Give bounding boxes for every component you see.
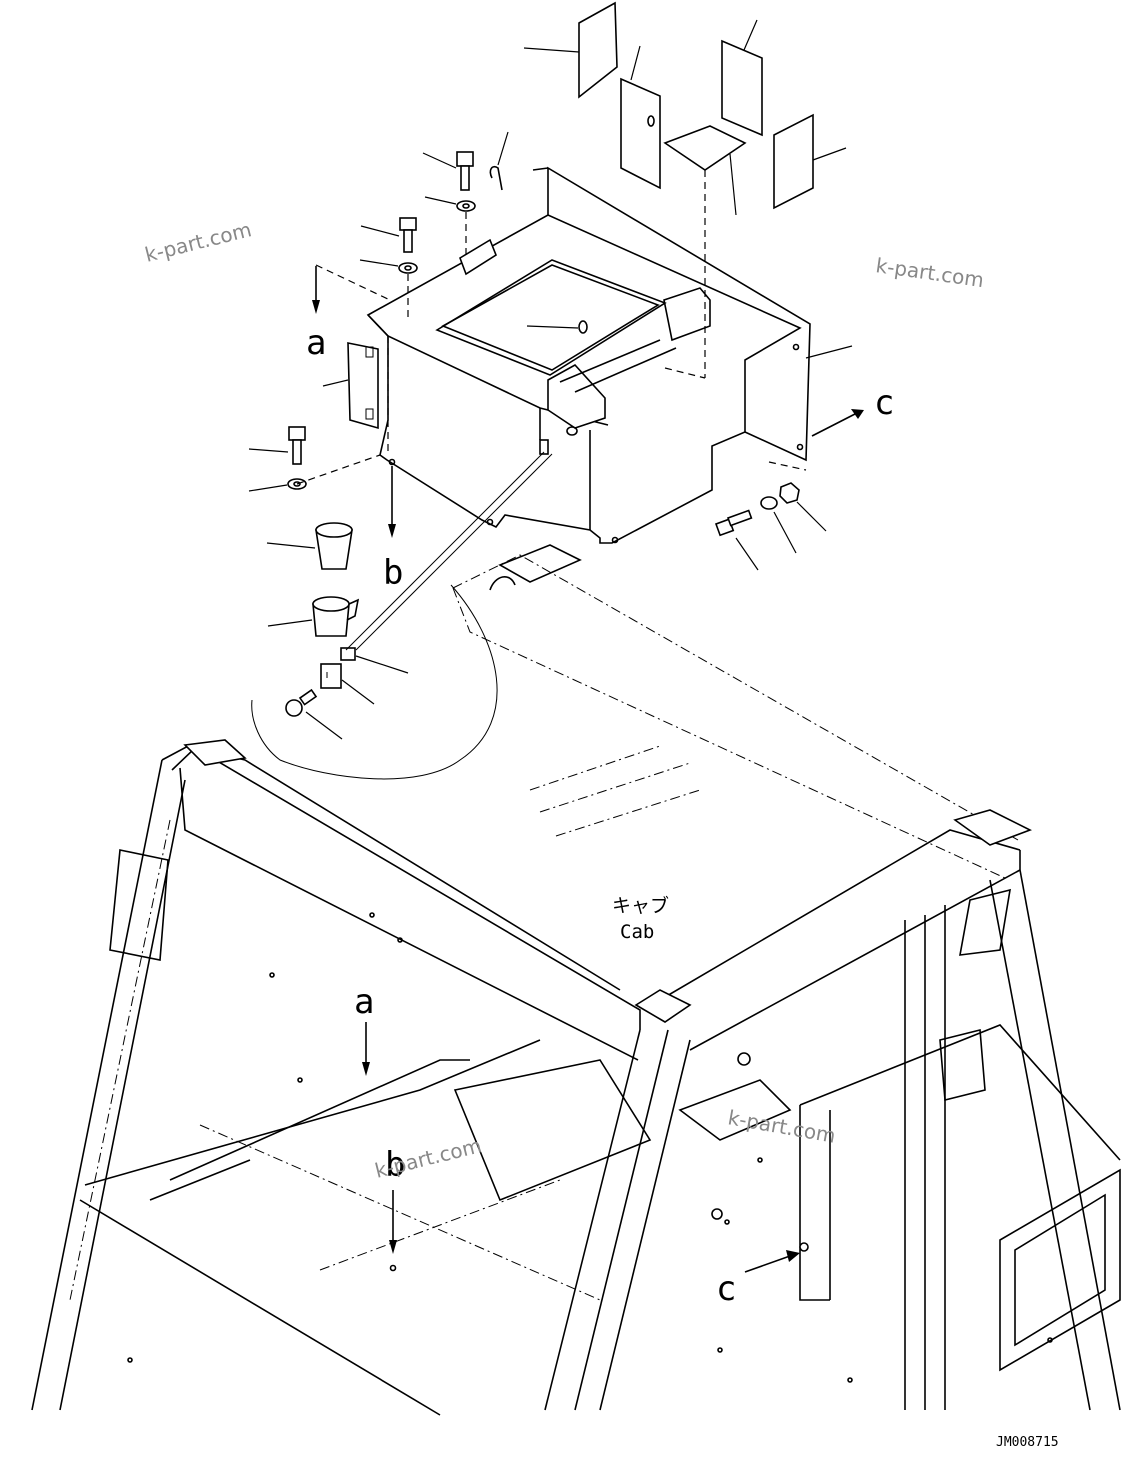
- cab-label-jp: キャブ: [612, 894, 669, 917]
- cup-holder-2: [267, 596, 360, 637]
- sheet-with-hole: [620, 45, 661, 190]
- sheet-square-pad: [663, 125, 747, 216]
- drawing-code: JM008715: [996, 1435, 1059, 1450]
- callout-a-upper-text: a: [306, 323, 326, 363]
- washer-upper-2: [359, 259, 418, 274]
- washer-right: [760, 496, 797, 554]
- washer-upper-1: [424, 196, 476, 212]
- watermark-4: k-part.com: [726, 1105, 837, 1148]
- cab-roof: [452, 544, 1019, 879]
- sheet-top-left: [523, 1, 618, 99]
- label-plate: [320, 663, 375, 705]
- callout-a-lower: a: [354, 982, 374, 1076]
- hook-clip: [489, 131, 509, 191]
- washer-left: [248, 478, 307, 492]
- callout-b-upper-text: b: [383, 553, 403, 593]
- watermark-1: k-part.com: [142, 217, 253, 267]
- sheet-right: [773, 113, 847, 210]
- callout-a-upper: a: [306, 266, 326, 363]
- sheet-top-right: [721, 19, 763, 137]
- callout-b-lower-text: b: [385, 1145, 405, 1185]
- cab-label-en: Cab: [620, 921, 654, 943]
- console-box: [366, 166, 853, 544]
- callout-c-lower: c: [716, 1250, 800, 1309]
- callout-c-lower-text: c: [716, 1269, 736, 1309]
- callout-a-lower-text: a: [354, 982, 374, 1022]
- assembly-lines: [251, 170, 807, 780]
- watermark-2: k-part.com: [874, 253, 985, 292]
- clip-small: [340, 647, 409, 674]
- screw-lower: [285, 688, 343, 740]
- callout-b-upper: b: [383, 466, 403, 593]
- cup-holder-1: [266, 522, 353, 570]
- cab-label: キャブ Cab: [612, 894, 669, 943]
- bracket-left-strip: [322, 342, 379, 430]
- bolt-right-1: [714, 509, 759, 571]
- callout-c-upper-text: c: [874, 383, 894, 423]
- watermark-3: k-part.com: [372, 1133, 483, 1183]
- bolt-left: [248, 426, 306, 465]
- cab-frame: [31, 739, 1121, 1416]
- bolt-upper-1: [422, 151, 474, 191]
- nut-right: [779, 482, 827, 532]
- callout-b-lower: b: [385, 1145, 405, 1254]
- callout-c-upper: c: [811, 383, 894, 437]
- bolt-upper-2: [360, 217, 417, 253]
